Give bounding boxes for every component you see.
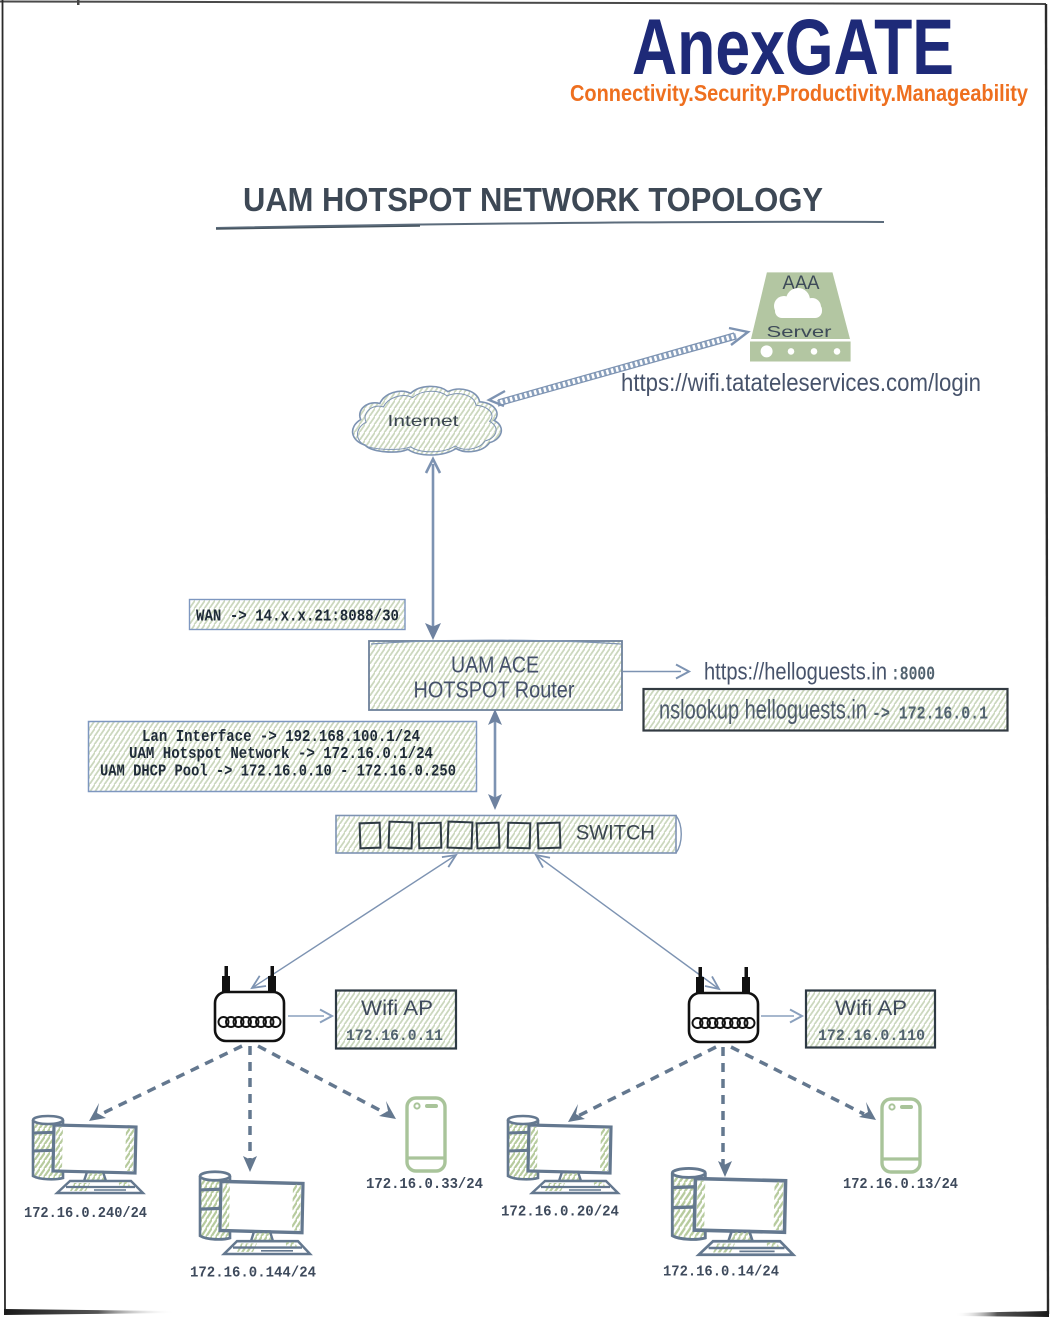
svg-text:-> 172.16.0.1: -> 172.16.0.1 <box>872 705 988 725</box>
svg-text::8000: :8000 <box>891 664 935 686</box>
svg-text:WAN -> 14.x.x.21:8088/30: WAN -> 14.x.x.21:8088/30 <box>196 608 399 627</box>
svg-text:AAA: AAA <box>783 273 820 294</box>
svg-text:SWITCH: SWITCH <box>576 822 655 845</box>
svg-text:UAM HOTSPOT NETWORK TOPOLOGY: UAM HOTSPOT NETWORK TOPOLOGY <box>243 181 823 218</box>
svg-text:Connectivity.Security.Producti: Connectivity.Security.Productivity.Manag… <box>570 80 1028 106</box>
svg-text:Server: Server <box>767 324 833 341</box>
svg-text:172.16.0.13/24: 172.16.0.13/24 <box>843 1176 958 1193</box>
svg-text:172.16.0.110: 172.16.0.110 <box>818 1027 925 1045</box>
svg-text:UAM ACE: UAM ACE <box>451 652 539 678</box>
svg-text:Wifi AP: Wifi AP <box>361 996 433 1020</box>
svg-text:Lan Interface -> 192.168.100.1: Lan Interface -> 192.168.100.1/24 <box>142 727 420 746</box>
svg-text:172.16.0.33/24: 172.16.0.33/24 <box>366 1176 483 1193</box>
svg-text:HOTSPOT Router: HOTSPOT Router <box>414 677 575 703</box>
svg-text:172.16.0.11: 172.16.0.11 <box>346 1027 443 1045</box>
svg-text:https://wifi.tatateleservices.: https://wifi.tatateleservices.com/login <box>621 369 981 397</box>
svg-text:172.16.0.240/24: 172.16.0.240/24 <box>24 1205 147 1222</box>
svg-text:Wifi AP: Wifi AP <box>835 996 907 1020</box>
svg-text:https://helloguests.in: https://helloguests.in <box>704 659 887 686</box>
svg-text:AnexGATE: AnexGATE <box>632 2 954 91</box>
svg-text:UAM Hotspot Network -> 172.16.: UAM Hotspot Network -> 172.16.0.1/24 <box>129 744 433 763</box>
svg-text:UAM DHCP Pool -> 172.16.0.10 -: UAM DHCP Pool -> 172.16.0.10 - 172.16.0.… <box>100 762 456 781</box>
svg-text:172.16.0.144/24: 172.16.0.144/24 <box>190 1265 316 1282</box>
svg-text:172.16.0.20/24: 172.16.0.20/24 <box>501 1204 619 1221</box>
svg-text:nslookup helloguests.in: nslookup helloguests.in <box>659 695 867 725</box>
svg-text:172.16.0.14/24: 172.16.0.14/24 <box>663 1264 779 1281</box>
svg-text:Internet: Internet <box>388 413 460 430</box>
